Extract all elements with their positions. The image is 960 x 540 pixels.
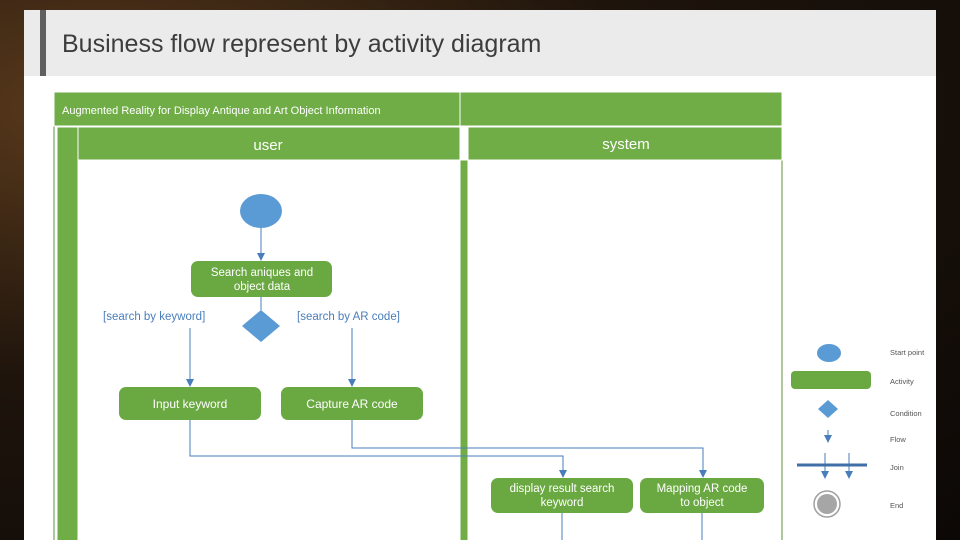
- lane-divider: [459, 159, 469, 540]
- guard-ar-code: [search by AR code]: [297, 311, 400, 323]
- decision-node: [242, 310, 280, 342]
- legend-start-point-symbol: [817, 344, 841, 362]
- legend-activity-symbol: [791, 371, 871, 389]
- activity-mapping-ar-line1: Mapping AR code: [657, 483, 748, 495]
- lane-side-strip: [56, 126, 79, 540]
- legend-condition-symbol: [818, 400, 838, 418]
- flow-arrow: [351, 420, 707, 478]
- slide-title: Business flow represent by activity diag…: [62, 30, 542, 58]
- activity-search-line2: object data: [234, 281, 291, 293]
- start-node: [240, 194, 282, 228]
- legend-join-label: Join: [890, 463, 904, 472]
- legend-condition-label: Condition: [890, 409, 922, 418]
- legend-flow-label: Flow: [890, 435, 906, 444]
- legend-end-label: End: [890, 501, 903, 510]
- diagram-frame: [53, 91, 783, 540]
- diagram-header-empty-cell: [459, 91, 783, 127]
- activity-display-result-line1: display result search: [510, 483, 615, 495]
- activity-display-result-line2: keyword: [541, 497, 584, 509]
- activity-input-keyword-label: Input keyword: [153, 397, 228, 411]
- diagram-header: Augmented Reality for Display Antique an…: [62, 105, 381, 117]
- legend-activity-label: Activity: [890, 377, 914, 386]
- lane-label-user: user: [253, 137, 282, 154]
- activity-capture-ar-label: Capture AR code: [306, 397, 398, 411]
- activity-search-line1: Search aniques and: [211, 267, 313, 279]
- activity-mapping-ar-line2: to object: [680, 497, 724, 509]
- activity-capture-ar: [281, 387, 423, 420]
- guard-keyword: [search by keyword]: [103, 311, 205, 323]
- slide: Business flow represent by activity diag…: [24, 10, 936, 540]
- lane-label-system: system: [602, 136, 650, 153]
- activity-input-keyword: [119, 387, 261, 420]
- activity-diagram: Augmented Reality for Display Antique an…: [53, 91, 925, 540]
- activity-display-result: [491, 478, 633, 513]
- title-accent-bar: [40, 10, 46, 76]
- legend: Start point Activity Condition Flow Join…: [791, 344, 925, 518]
- title-band: Business flow represent by activity diag…: [24, 10, 936, 76]
- lane-header-system: [467, 126, 783, 161]
- flow-arrow: [189, 420, 567, 478]
- lane-header-user: [77, 126, 461, 161]
- activity-mapping-ar: [640, 478, 764, 513]
- legend-end-symbol-inner: [817, 494, 837, 514]
- activity-search: [191, 261, 332, 297]
- legend-start-point-label: Start point: [890, 348, 925, 357]
